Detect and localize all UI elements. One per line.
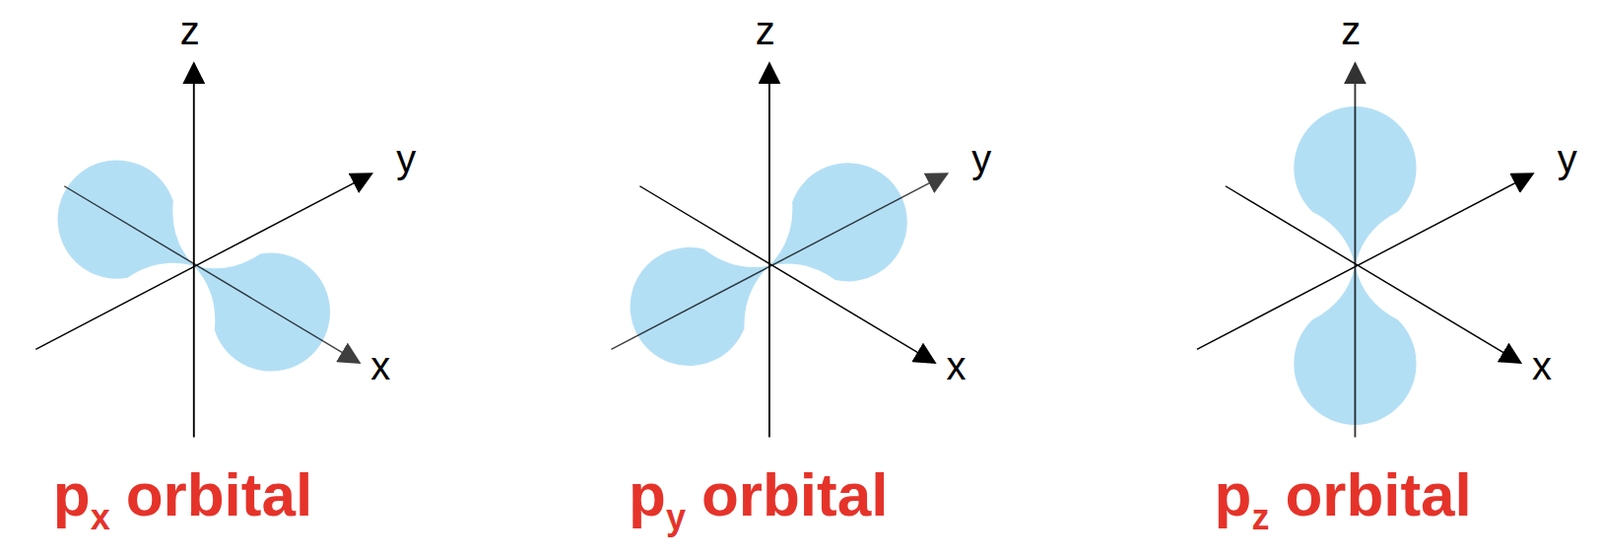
orbital-letter: p xyxy=(1214,460,1253,529)
orbital-caption: pyorbital xyxy=(628,464,888,526)
orbital-subscript: z xyxy=(1251,496,1269,537)
orbital-subscript: x xyxy=(90,496,111,537)
z-axis-label: z xyxy=(180,10,200,51)
orbital-word: orbital xyxy=(701,460,888,529)
z-axis-label: z xyxy=(755,10,776,51)
orbital-caption: pzorbital xyxy=(1214,464,1472,526)
orbital-letter: p xyxy=(628,460,667,529)
py-panel xyxy=(609,63,947,437)
y-axis-label: y xyxy=(1557,138,1578,179)
orbital-caption: pxorbital xyxy=(53,464,313,526)
pz-panel xyxy=(1197,63,1534,437)
px-panel xyxy=(35,63,372,437)
x-axis-label: x xyxy=(945,345,966,386)
orbital-word: orbital xyxy=(126,460,313,529)
orbital-word: orbital xyxy=(1284,460,1471,529)
orbital-subscript: y xyxy=(666,496,686,537)
x-axis-label: x xyxy=(1532,345,1552,386)
y-axis-label: y xyxy=(396,138,416,179)
x-axis-label: x xyxy=(370,345,391,386)
z-axis-label: z xyxy=(1340,10,1361,51)
orbital-letter: p xyxy=(53,460,91,529)
y-axis-label: y xyxy=(971,138,992,179)
